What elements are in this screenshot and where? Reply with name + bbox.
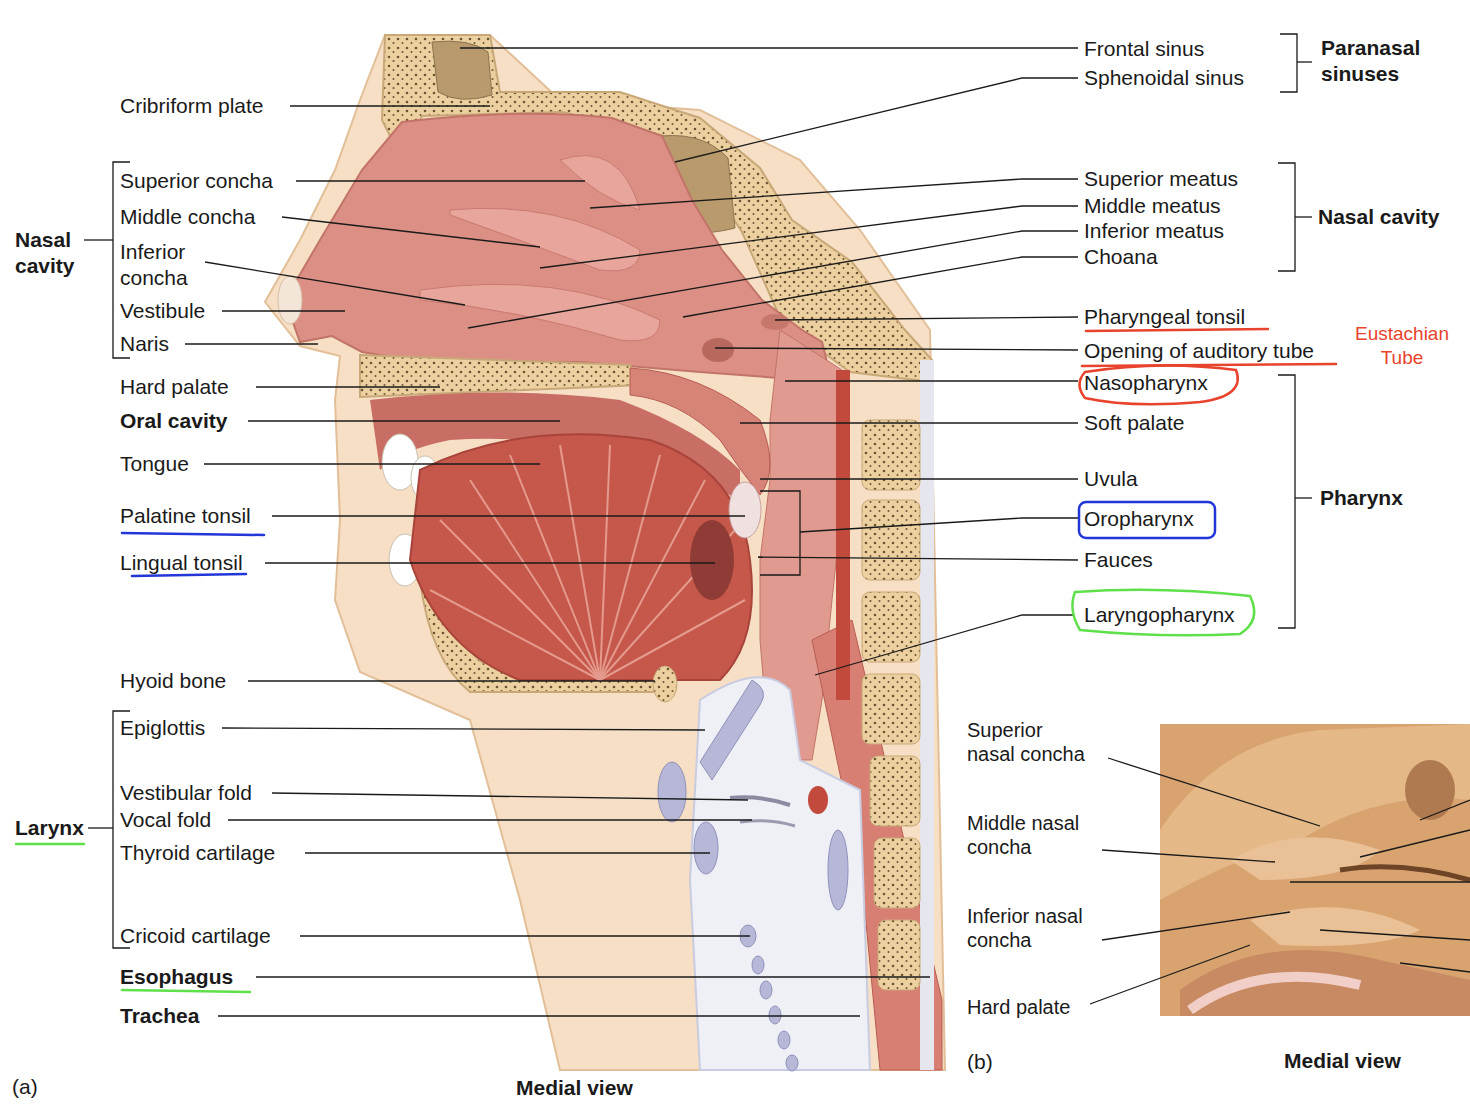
part-label: Middle nasal concha (967, 811, 1089, 859)
part-label: Cricoid cartilage (120, 923, 271, 949)
part-label: Vocal fold (120, 807, 211, 833)
part-label: Cribriform plate (120, 93, 264, 119)
view-caption: Medial view (1284, 1048, 1401, 1074)
panel-letter: (a) (12, 1074, 38, 1100)
group-label: Pharynx (1320, 485, 1403, 511)
region-label: Trachea (120, 1003, 199, 1029)
part-label: Vestibular fold (120, 780, 252, 806)
part-label: Middle meatus (1084, 193, 1221, 219)
part-label: Uvula (1084, 466, 1138, 492)
region-label: Oral cavity (120, 408, 227, 434)
view-caption: Medial view (516, 1075, 633, 1101)
panel-letter: (b) (967, 1049, 993, 1075)
part-label: Palatine tonsil (120, 503, 251, 529)
part-label: Superior concha (120, 168, 273, 194)
part-label: Opening of auditory tube (1084, 338, 1314, 364)
part-label: Oropharynx (1084, 506, 1194, 532)
part-label: Hyoid bone (120, 668, 226, 694)
part-label: Sphenoidal sinus (1084, 65, 1244, 91)
group-label: Nasal cavity (1318, 204, 1439, 230)
part-label: Laryngopharynx (1084, 602, 1235, 628)
part-label: Epiglottis (120, 715, 205, 741)
region-label: Esophagus (120, 964, 233, 990)
part-label: Middle concha (120, 204, 255, 230)
group-label: Nasal cavity (15, 227, 87, 279)
part-label: Naris (120, 331, 169, 357)
part-label: Choana (1084, 244, 1158, 270)
part-label: Tongue (120, 451, 189, 477)
part-label: Inferior concha (120, 239, 210, 291)
part-label: Pharyngeal tonsil (1084, 304, 1245, 330)
part-label: Hard palate (120, 374, 229, 400)
part-label: Vestibule (120, 298, 205, 324)
part-label: Inferior nasal concha (967, 904, 1089, 952)
part-label: Fauces (1084, 547, 1153, 573)
part-label: Nasopharynx (1084, 370, 1208, 396)
group-label: Larynx (15, 815, 84, 841)
part-label: Frontal sinus (1084, 36, 1204, 62)
part-label: Superior meatus (1084, 166, 1238, 192)
group-label: Paranasal sinuses (1321, 35, 1441, 87)
part-label: Lingual tonsil (120, 550, 243, 576)
part-label: Inferior meatus (1084, 218, 1224, 244)
part-label: Hard palate (967, 995, 1070, 1019)
handwritten-note: Eustachian Tube (1346, 322, 1458, 370)
part-label: Thyroid cartilage (120, 840, 275, 866)
part-label: Soft palate (1084, 410, 1184, 436)
part-label: Superior nasal concha (967, 718, 1089, 766)
